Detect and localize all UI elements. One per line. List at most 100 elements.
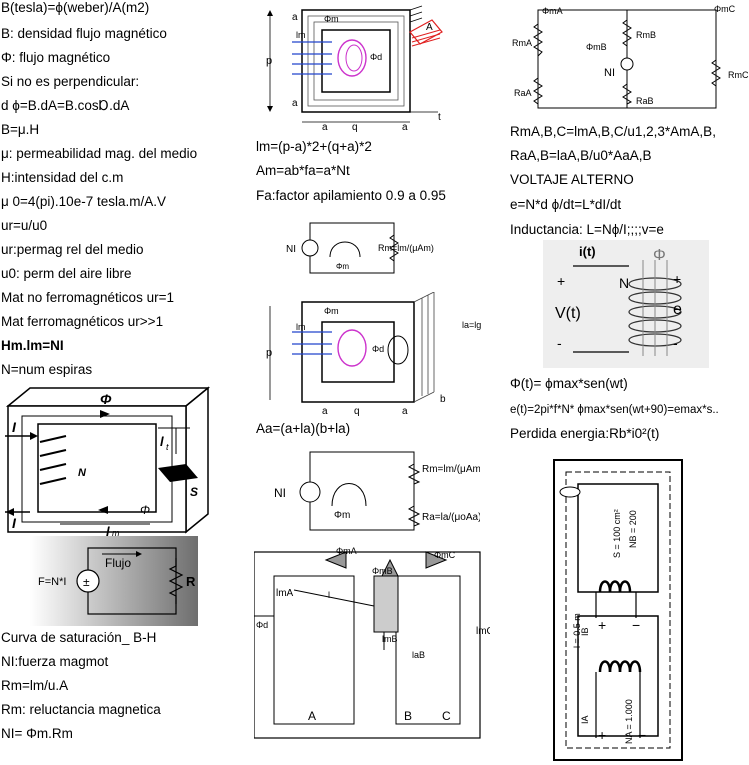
- phi-label: Φ: [653, 247, 666, 264]
- magnetic-circuit-gap-diagram: NI Φm Rm=lm/(μAm) Ra=la/(μoAa): [274, 451, 480, 531]
- phimb-label: ΦmB: [372, 566, 393, 576]
- turns-label: N: [78, 467, 87, 479]
- text-line: Curva de saturación_ B-H: [1, 630, 157, 645]
- p-label: p: [266, 55, 272, 67]
- ia-label: IA: [580, 715, 590, 724]
- text-line: ur=u/u0: [1, 218, 48, 233]
- text-line: u0: perm del aire libre: [1, 266, 132, 281]
- phim-label: Φm: [324, 14, 339, 24]
- lmb-label: lmB: [382, 634, 398, 644]
- area-label: S: [190, 485, 198, 499]
- source-label: F=N*I: [38, 576, 66, 588]
- text-line: B=μ.H: [1, 122, 40, 137]
- laminated-core-diagram: a p Φm lm Φd a a q a t A: [266, 5, 443, 132]
- lm-label: lm: [296, 30, 306, 40]
- a-label: a: [292, 12, 298, 23]
- length-label: l = 0.5 m: [572, 613, 582, 648]
- text-line: NI:fuerza magmot: [1, 654, 109, 669]
- minus-sign: -: [673, 335, 678, 351]
- current-out-label: I: [12, 515, 17, 531]
- phimc-label: ΦmC: [714, 4, 736, 14]
- plus-sign: +: [598, 727, 606, 743]
- reluctance-network-diagram: ΦmA ΦmC ΦmB RmA RmB RmC RaA RaB NI: [512, 4, 749, 109]
- phima-label: ΦmA: [542, 6, 563, 16]
- phid-label: Φd: [372, 344, 384, 354]
- equivalent-circuit-diagram: ± F=N*I Flujo R: [30, 536, 198, 626]
- lmc-label: lmC: [476, 626, 490, 637]
- rm-label: Rm=lm/(μAm): [422, 464, 480, 475]
- text-line: Φ(t)= ϕmax*sen(wt): [510, 376, 628, 391]
- text-line: Inductancia: L=Nϕ/I;;;;v=e: [510, 222, 664, 237]
- plus-sign: +: [598, 617, 606, 633]
- ib-label: IB: [580, 627, 590, 636]
- text-line: B: densidad flujo magnético: [1, 26, 167, 41]
- text-line: d ϕ=B.dA=B.cosⱰ.dA: [1, 98, 130, 113]
- turns-label: N: [619, 275, 629, 291]
- phim-label: Φm: [336, 262, 349, 271]
- phi-label: Φ: [140, 503, 150, 517]
- na-label: NA = 1.000: [624, 699, 634, 744]
- three-leg-core-diagram: ΦmA ΦmC ΦmB lmA lmB lmC l laB Φd A B C: [254, 546, 490, 739]
- p-label: p: [266, 347, 272, 359]
- b-label: b: [440, 394, 446, 405]
- leg-b-label: B: [404, 709, 412, 723]
- text-line: Si no es perpendicular:: [1, 74, 140, 89]
- area-label: S = 100 cm²: [612, 509, 622, 558]
- rma-label: RmA: [512, 38, 532, 48]
- a-label: a: [322, 122, 328, 132]
- a-label: a: [322, 406, 328, 417]
- phid-label: Φd: [370, 52, 382, 62]
- formula-line: Fa:factor apilamiento 0.9 a 0.95: [256, 188, 446, 203]
- text-line: ur:permag rel del medio: [1, 242, 144, 257]
- ni-label: NI: [286, 244, 296, 255]
- a-label: a: [292, 98, 298, 109]
- text-line: Mat ferromagnéticos ur>>1: [1, 314, 164, 329]
- core-with-gap-diagram: la=lg p Φm lm Φd a q a b: [266, 292, 481, 417]
- magnetic-core-diagram: Φ Φ I I N l t S l m: [5, 386, 211, 536]
- leg-a-label: A: [308, 709, 316, 723]
- lb-label: l: [328, 590, 330, 600]
- q-label: q: [352, 122, 358, 132]
- text-line: μ 0=4(pi).10e-7 tesla.m/A.V: [1, 194, 166, 209]
- minus-sign: −: [632, 617, 640, 633]
- a-label: a: [402, 406, 408, 417]
- raa-label: RaA: [514, 88, 532, 98]
- text-line: N=num espiras: [1, 362, 93, 377]
- text-line: Rm: reluctancia magnetica: [1, 702, 161, 717]
- current-in-label: I: [12, 419, 17, 435]
- text-line: B(tesla)=ϕ(weber)/A(m2): [1, 0, 150, 15]
- ni-label: NI: [604, 67, 615, 79]
- phi-label: Φ: [100, 391, 112, 407]
- minus-sign: -: [557, 335, 562, 351]
- text-line: Rm=lm/u.A: [1, 678, 69, 693]
- minus-sign: −: [638, 727, 646, 743]
- text-line: e=N*d ϕ/dt=L*dI/dt: [510, 197, 622, 212]
- nb-label: NB = 200: [628, 510, 638, 548]
- lm-sub-label: m: [112, 528, 120, 536]
- coil-diagram: i(t) Φ N V(t) e + + - -: [543, 240, 709, 368]
- a-label: a: [402, 122, 408, 132]
- phim-label: Φm: [324, 306, 339, 316]
- lt-label: l: [160, 434, 164, 449]
- pd-label: Φd: [256, 620, 268, 630]
- plus-sign: +: [673, 271, 681, 287]
- lm-label: lm: [296, 322, 306, 332]
- text-line: Perdida energia:Rb*i0²(t): [510, 426, 660, 441]
- phimb-label: ΦmB: [586, 42, 607, 52]
- ni-label: NI: [274, 486, 286, 500]
- voltage-label: V(t): [555, 305, 581, 322]
- rmc-label: RmC: [728, 70, 749, 80]
- formula-line: Aa=(a+la)(b+la): [256, 421, 351, 436]
- A-label: A: [426, 22, 433, 33]
- text-line: VOLTAJE ALTERNO: [510, 172, 634, 187]
- phimc-label: ΦmC: [434, 550, 456, 560]
- transformer-core-diagram: S = 100 cm² NB = 200 l = 0.5 m NA = 1.00…: [553, 459, 683, 761]
- emf-label: e: [673, 301, 682, 318]
- ra-label: Ra=la/(μoAa): [422, 512, 480, 523]
- text-line: Φ: flujo magnético: [1, 50, 111, 65]
- text-line: μ: permeabilidad mag. del medio: [1, 146, 198, 161]
- plus-minus-icon: ±: [83, 575, 90, 589]
- text-line: Mat no ferromagnéticos ur=1: [1, 290, 174, 305]
- text-line-bold: Hm.lm=NI: [1, 338, 64, 353]
- lab-label: laB: [412, 650, 425, 660]
